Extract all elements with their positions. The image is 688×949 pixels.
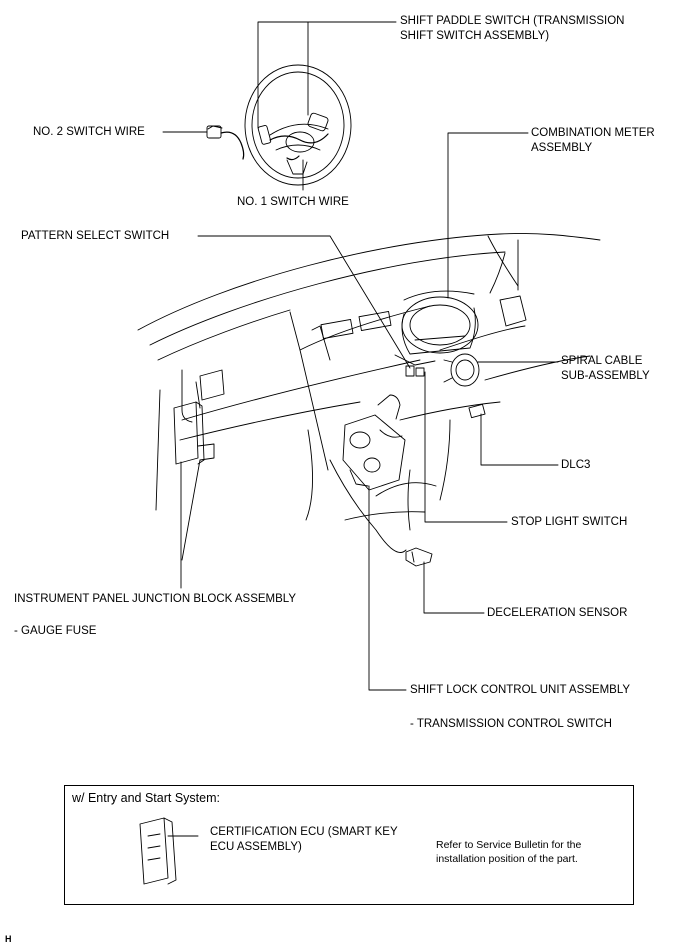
label-certification-ecu: CERTIFICATION ECU (SMART KEY ECU ASSEMBL…: [210, 826, 398, 853]
deceleration-sensor-drawing: [405, 547, 433, 567]
label-pattern-select-switch: PATTERN SELECT SWITCH: [21, 230, 170, 242]
label-deceleration-sensor: DECELERATION SENSOR: [487, 607, 628, 619]
junction-block-drawing: [173, 401, 215, 465]
certification-ecu-drawing: [139, 817, 199, 885]
dlc3-drawing: [468, 403, 486, 419]
dashboard-drawing: [137, 233, 601, 561]
label-shift-lock-control: SHIFT LOCK CONTROL UNIT ASSEMBLY: [410, 684, 631, 696]
shift-lock-assembly-drawing: [342, 394, 406, 491]
combination-meter-drawing: [401, 290, 479, 355]
right-paddle-icon: [307, 112, 329, 132]
steering-wheel-drawing: [244, 64, 352, 186]
inset-title: w/ Entry and Start System:: [72, 791, 220, 805]
label-dlc3: DLC3: [561, 459, 591, 471]
entry-start-system-inset: [64, 785, 634, 905]
leader-lines: [162, 21, 559, 691]
label-shift-paddle-switch: SHIFT PADDLE SWITCH (TRANSMISSION SHIFT …: [400, 15, 625, 42]
label-transmission-control-switch: - TRANSMISSION CONTROL SWITCH: [410, 718, 612, 730]
label-no1-switch-wire: NO. 1 SWITCH WIRE: [237, 196, 349, 208]
label-instrument-panel-jb: INSTRUMENT PANEL JUNCTION BLOCK ASSEMBLY: [14, 593, 297, 605]
label-spiral-cable: SPIRAL CABLE SUB-ASSEMBLY: [561, 355, 650, 382]
corner-mark: H: [5, 934, 12, 944]
left-paddle-icon: [257, 125, 272, 145]
spiral-cable-drawing: [443, 353, 480, 387]
label-combination-meter: COMBINATION METER ASSEMBLY: [531, 127, 655, 154]
label-gauge-fuse: - GAUGE FUSE: [14, 625, 97, 637]
label-no2-switch-wire: NO. 2 SWITCH WIRE: [33, 126, 145, 138]
label-stop-light-switch: STOP LIGHT SWITCH: [511, 516, 628, 528]
no2-switch-wire-drawing: [206, 125, 245, 160]
inset-note: Refer to Service Bulletin for the instal…: [436, 839, 582, 865]
pattern-select-switch-drawing: [394, 354, 436, 377]
